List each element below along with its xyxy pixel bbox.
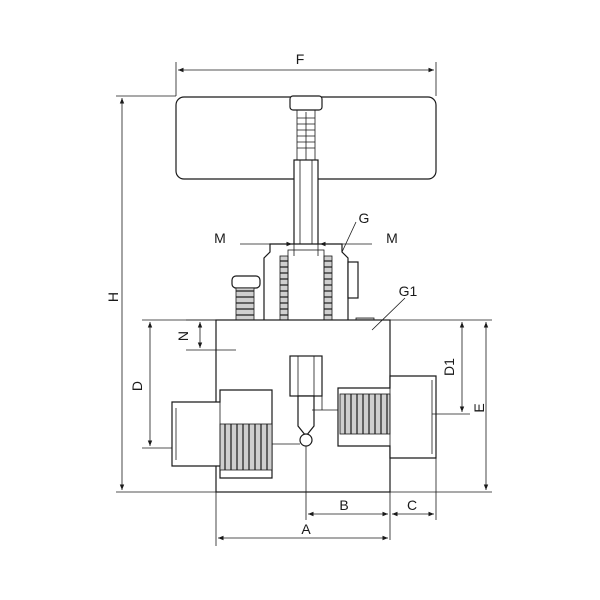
dimension-D: D <box>129 319 216 449</box>
label-D: D <box>129 381 145 391</box>
label-N: N <box>175 331 191 341</box>
needle <box>289 355 323 447</box>
dimension-A: A <box>215 492 388 546</box>
dimension-H: H <box>105 95 216 493</box>
dimension-B: B <box>305 446 391 540</box>
dimension-D1: D1 <box>390 319 470 415</box>
handle <box>175 95 437 180</box>
label-E: E <box>471 403 487 412</box>
label-G1: G1 <box>399 283 418 299</box>
label-M-left: M <box>214 230 226 246</box>
label-D1: D1 <box>441 358 457 376</box>
label-M-right: M <box>386 230 398 246</box>
label-B: B <box>339 497 348 513</box>
right-port <box>337 375 437 459</box>
dimension-C: C <box>392 458 437 520</box>
leader-G: G <box>341 210 370 253</box>
label-H: H <box>105 292 121 302</box>
dimension-F: F <box>175 51 437 96</box>
label-F: F <box>296 51 305 67</box>
label-G: G <box>359 210 370 226</box>
left-port <box>171 389 273 479</box>
flow-passage <box>268 396 340 445</box>
label-C: C <box>407 497 417 513</box>
dimension-E: E <box>390 319 492 493</box>
leader-G1: G1 <box>371 283 418 331</box>
label-A: A <box>301 521 311 537</box>
